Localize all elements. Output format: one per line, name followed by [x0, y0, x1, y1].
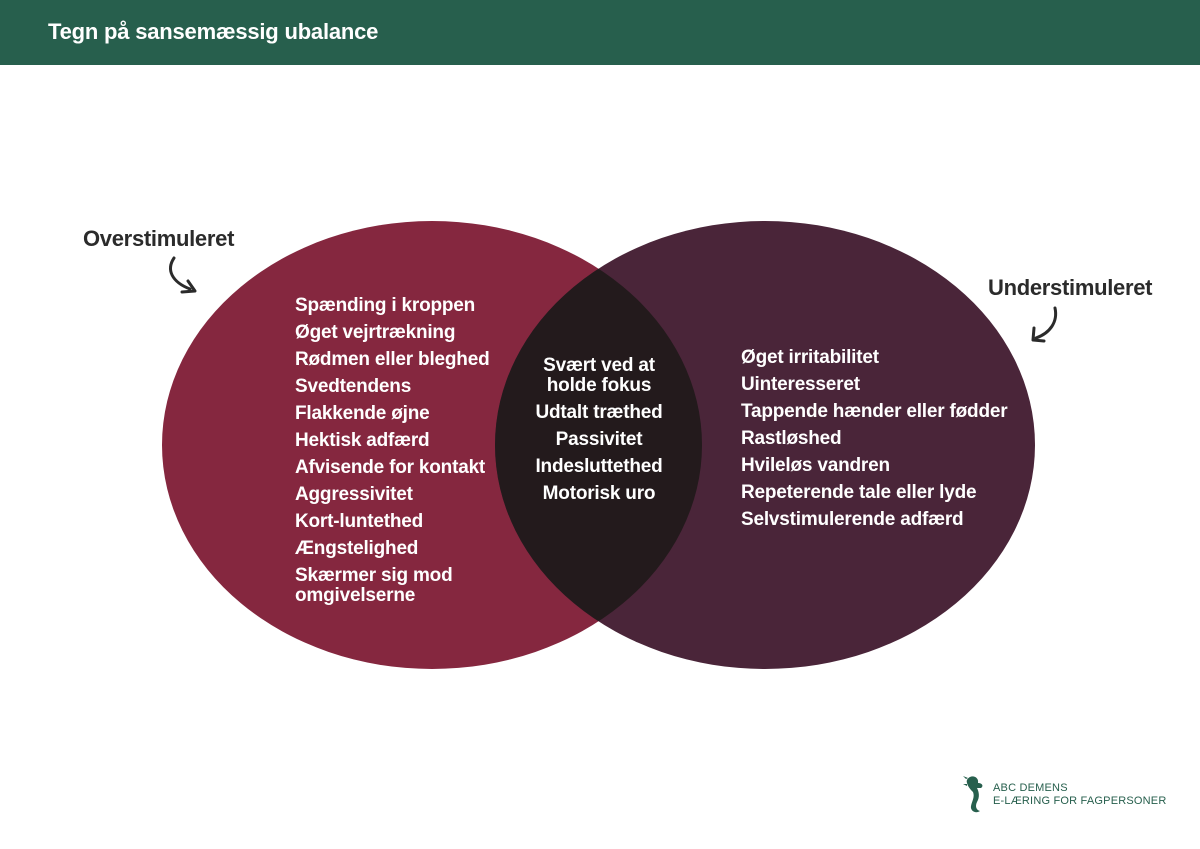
- list-item: Rødmen eller bleghed: [295, 349, 490, 370]
- list-item: Passivitet: [555, 429, 643, 450]
- list-item: Repeterende tale eller lyde: [741, 482, 977, 503]
- list-item: Aggressivitet: [295, 484, 413, 505]
- overlap-list: Svært ved at holde fokus Udtalt træthed …: [516, 356, 682, 511]
- list-item: Rastløshed: [741, 428, 842, 449]
- seahorse-icon: [963, 776, 983, 813]
- list-item: Udtalt træthed: [535, 402, 663, 423]
- list-item: Ængstelighed: [295, 538, 419, 559]
- list-item: Afvisende for kontakt: [295, 457, 486, 478]
- logo-line-1: ABC DEMENS: [993, 782, 1068, 794]
- list-item: Flakkende øjne: [295, 403, 430, 424]
- label-understimuleret: Understimuleret: [988, 275, 1153, 300]
- header-bar: Tegn på sansemæssig ubalance: [0, 0, 1200, 65]
- label-overstimuleret: Overstimuleret: [83, 226, 235, 251]
- list-item: Hektisk adfærd: [295, 430, 430, 451]
- list-item: Uinteresseret: [741, 374, 860, 395]
- list-item: Indesluttethed: [535, 456, 663, 477]
- overlap-region: [495, 221, 702, 669]
- list-item: Kort-luntethed: [295, 511, 424, 532]
- list-item: Øget vejrtrækning: [295, 322, 456, 343]
- list-item: Svært ved at holde fokus: [543, 355, 655, 396]
- list-item: Selvstimulerende adfærd: [741, 509, 964, 530]
- arrow-left-icon: [169, 256, 197, 294]
- list-item: Svedtendens: [295, 376, 412, 397]
- logo-line-2: E-LÆRING FOR FAGPERSONER: [993, 795, 1167, 807]
- list-item: Øget irritabilitet: [741, 347, 879, 368]
- list-item: Spænding i kroppen: [295, 295, 476, 316]
- list-item: Motorisk uro: [542, 483, 656, 504]
- overstimuleret-list: Spænding i kroppen Øget vejrtrækning Rød…: [295, 296, 505, 613]
- list-item: Skærmer sig mod omgivelserne: [295, 565, 453, 606]
- logo: [963, 776, 983, 813]
- logo-text: ABC DEMENS E-LÆRING FOR FAGPERSONER: [993, 782, 1167, 808]
- list-item: Hvileløs vandren: [741, 455, 890, 476]
- understimuleret-list: Øget irritabilitet Uinteresseret Tappend…: [741, 348, 1031, 537]
- list-item: Tappende hænder eller fødder: [741, 401, 1008, 422]
- arrow-right-icon: [1031, 306, 1058, 343]
- page-title: Tegn på sansemæssig ubalance: [48, 19, 379, 44]
